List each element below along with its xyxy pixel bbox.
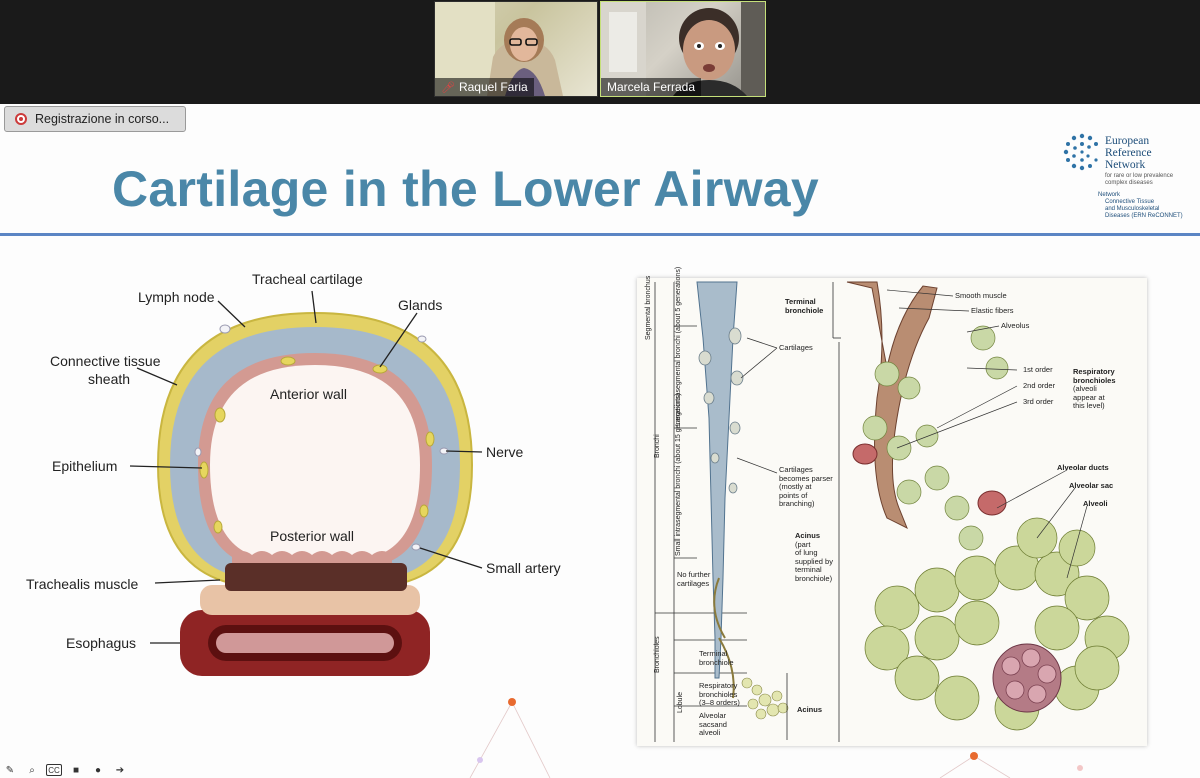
label-lymph-node: Lymph node — [138, 289, 215, 305]
label-small-bronchi: Small intrasegmental bronchi (about 15 g… — [675, 393, 682, 556]
more-icon[interactable]: ● — [94, 764, 102, 776]
label-1st-order: 1st order — [1023, 365, 1053, 374]
trachea-cross-section-figure: Tracheal cartilage Lymph node Glands Con… — [20, 265, 580, 690]
recording-label: Registrazione in corso... — [35, 112, 170, 126]
label-alveolar-ducts: Alveolar ducts — [1057, 463, 1109, 472]
trachea-diagram — [129, 290, 483, 676]
label-2nd-order: 2nd order — [1023, 381, 1056, 390]
participant-strip: 🎤︎ Raquel Faria Marcela Ferrada — [0, 0, 1200, 104]
label-elastic-fibers: Elastic fibers — [971, 306, 1014, 315]
participant-tile[interactable]: 🎤︎ Raquel Faria — [434, 1, 598, 97]
label-respiratory-bronchioles: Respiratory bronchioles (alveoli appear … — [1073, 367, 1116, 410]
participant-name-bar: Marcela Ferrada — [601, 78, 702, 96]
ern-tagline: for rare or low prevalence complex disea… — [1105, 173, 1174, 186]
zoom-icon[interactable]: ⌕ — [29, 764, 35, 776]
mic-muted-icon: 🎤︎ — [441, 81, 455, 94]
label-alveolar-sac: Alveolar sac — [1069, 481, 1114, 490]
decorative-network — [469, 698, 1083, 778]
ern-network-name: Network Connective Tissue and Musculoske… — [1098, 192, 1183, 219]
label-trachealis-muscle: Trachealis muscle — [26, 576, 139, 592]
label-acinus-definition: Acinus (part of lung supplied by termina… — [795, 531, 833, 583]
annotation-toolbar: ✎ ⌕ CC ■ ● ➔ — [0, 762, 128, 778]
participant-name-bar: 🎤︎ Raquel Faria — [435, 78, 534, 96]
label-terminal-bronchiole: Terminal bronchiole — [785, 297, 824, 315]
label-posterior-wall: Posterior wall — [270, 528, 355, 544]
participant-tile-active-speaker[interactable]: Marcela Ferrada — [600, 1, 766, 97]
label-segmental-bronchus: Segmental bronchus — [645, 275, 652, 340]
label-respiratory-bronchioles-small: Respiratory bronchioles (3–8 orders) — [699, 681, 740, 707]
label-glands: Glands — [398, 297, 443, 313]
slide-title: Cartilage in the Lower Airway — [112, 161, 820, 217]
recording-indicator[interactable]: Registrazione in corso... — [4, 106, 186, 132]
label-3rd-order: 3rd order — [1023, 397, 1054, 406]
cc-icon[interactable]: CC — [46, 764, 62, 776]
label-tracheal-cartilage: Tracheal cartilage — [252, 271, 363, 287]
share-icon[interactable]: ➔ — [115, 764, 125, 776]
label-esophagus: Esophagus — [66, 635, 137, 651]
label-alveolus: Alveolus — [1001, 321, 1030, 330]
camera-icon[interactable]: ■ — [72, 764, 80, 776]
label-alveolar-sacs: Alveolar sacsand alveoli — [699, 711, 727, 737]
label-epithelium: Epithelium — [52, 458, 118, 474]
participant-name: Marcela Ferrada — [607, 80, 696, 94]
label-bronchi: Bronchi — [654, 434, 661, 458]
title-divider — [0, 233, 1200, 236]
label-no-further-cartilages: No further cartilages — [677, 570, 711, 588]
label-acinus: Acinus — [797, 705, 823, 714]
label-bronchioles: Bronchioles — [654, 636, 661, 673]
label-anterior-wall: Anterior wall — [270, 386, 348, 402]
label-small-artery: Small artery — [486, 560, 561, 576]
label-nerve: Nerve — [486, 444, 524, 460]
airway-diagram — [654, 281, 1130, 742]
participant-name: Raquel Faria — [458, 80, 528, 94]
label-alveoli: Alveoli — [1083, 499, 1108, 508]
ern-logo: European Reference Network for rare or l… — [1062, 132, 1192, 224]
label-cartilages-sparser: Cartilages becomes parser (mostly at poi… — [779, 465, 833, 508]
label-terminal-bronchiole-small: Terminal bronchiole — [699, 649, 734, 667]
label-connective-tissue: Connective tissue — [50, 353, 161, 369]
ern-name: European Reference Network — [1105, 135, 1152, 171]
pencil-icon[interactable]: ✎ — [5, 764, 15, 776]
airway-tree-figure: Segmental bronchus Large intrasegmental … — [637, 267, 1147, 746]
label-sheath: sheath — [88, 371, 131, 387]
label-cartilages: Cartilages — [779, 343, 813, 352]
ern-dots-icon — [1063, 133, 1098, 171]
label-smooth-muscle: Smooth muscle — [955, 291, 1007, 300]
record-icon — [15, 113, 27, 125]
